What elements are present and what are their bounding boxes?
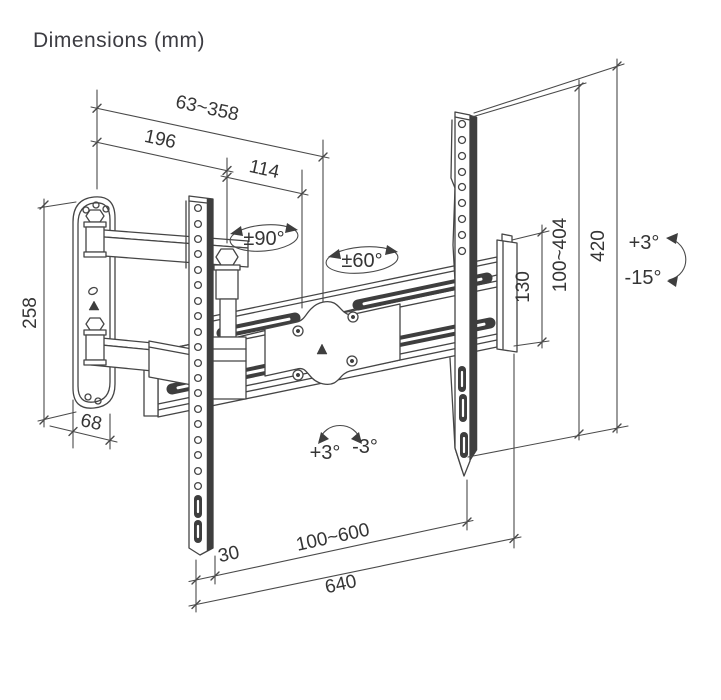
dim-bracket-hook-height: 130 xyxy=(511,224,550,349)
dim-wall-plate-height-label: 258 xyxy=(20,297,41,329)
left-tv-rail xyxy=(185,195,214,556)
angle-tilt: +3° -15° xyxy=(625,232,687,289)
angle-level-adjust: +3° -3° xyxy=(310,425,378,464)
dim-rail-offset-label: 30 xyxy=(216,542,241,567)
rotate-ccw-arrowhead-icon xyxy=(328,249,341,259)
angle-level-up-label: +3° xyxy=(310,442,341,464)
dim-arm-segment-2: 114 xyxy=(220,156,309,309)
dim-wall-plate-width-label: 68 xyxy=(79,410,104,435)
plate-arrow-icon xyxy=(88,300,100,311)
level-right-arrowhead-icon xyxy=(351,432,362,444)
dim-wall-plate-width: 68 xyxy=(49,399,118,450)
right-tv-rail xyxy=(449,111,478,477)
angle-tilt-up-label: +3° xyxy=(629,232,660,254)
vesa-center-plate xyxy=(264,301,401,385)
angle-swivel-mount-label: ±60° xyxy=(341,250,382,272)
dim-wall-plate-height: 258 xyxy=(20,198,77,428)
rotate-ccw-arrowhead-icon xyxy=(230,226,243,236)
tilt-up-arrowhead-icon xyxy=(666,233,678,244)
dim-vesa-vertical-range-label: 100~404 xyxy=(550,217,571,292)
rotate-cw-arrowhead-icon xyxy=(385,245,398,255)
angle-level-down-label: -3° xyxy=(352,436,378,458)
rotate-cw-arrowhead-icon xyxy=(285,223,298,233)
angle-swivel-mount: ±60° xyxy=(325,245,399,274)
angle-swivel-joint-label: ±90° xyxy=(243,228,284,250)
dim-bracket-hook-height-label: 130 xyxy=(513,271,534,303)
angle-tilt-down-label: -15° xyxy=(625,267,662,289)
angle-annotations: ±90° ±60° +3° -15° +3° -3° xyxy=(229,223,687,464)
dim-arm-segment-1-label: 196 xyxy=(142,126,177,153)
dim-rail-offset: 30 xyxy=(188,519,474,613)
dim-vesa-horizontal-range: 100~600 xyxy=(294,479,472,556)
level-left-arrowhead-icon xyxy=(318,432,329,444)
dim-rail-height: 420 xyxy=(467,58,629,458)
dim-arm-segment-2-label: 114 xyxy=(247,156,281,183)
tilt-down-arrowhead-icon xyxy=(667,276,678,287)
dim-rail-width-label: 640 xyxy=(323,571,358,598)
orientation-arrow-icon xyxy=(316,343,328,355)
dim-rail-height-label: 420 xyxy=(588,230,609,262)
dimension-annotations: 63~358 196 114 258 xyxy=(20,58,629,613)
angle-swivel-joint: ±90° xyxy=(229,223,299,252)
dim-vesa-vertical-range: 100~404 xyxy=(471,79,587,441)
dim-extension-depth-label: 63~358 xyxy=(174,92,241,126)
page-title: Dimensions (mm) xyxy=(33,29,205,52)
